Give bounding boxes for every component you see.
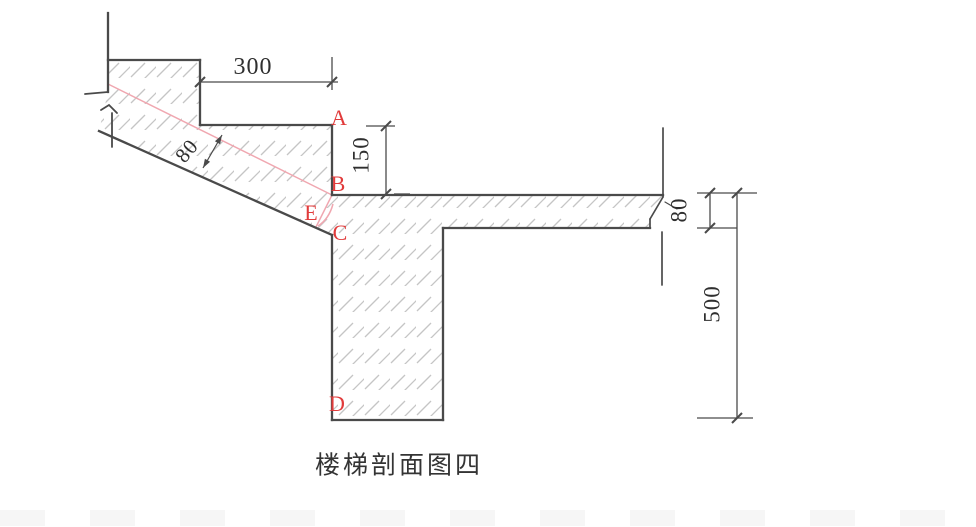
break-zigzag [100,103,118,114]
flight-soffit-line [97,129,334,237]
break-line-right [649,127,678,286]
dimension-300 [194,57,338,90]
dimension-80-landing [697,187,757,234]
arrowhead-upper [214,135,222,145]
dim-text-500: 500 [699,285,725,323]
tick-right [326,76,338,88]
tick-top [731,187,743,199]
point-label-D: D [329,391,345,416]
page-edge-pattern [0,510,976,526]
tick-bottom [731,412,743,424]
perpendicular-BE-line [315,194,333,228]
tick-top [704,187,716,199]
break-stub [84,91,109,95]
dim-text-300: 300 [233,54,273,80]
thickness-arc [317,203,334,227]
point-label-B: B [330,171,346,196]
point-label-E: E [304,200,318,225]
cut-diagonal [649,196,664,220]
tick-bottom [380,188,392,200]
dimension-150 [366,120,410,200]
cut-leader [664,201,678,210]
arrowhead-lower [203,158,211,168]
dimension-500 [697,187,753,424]
point-label-C: C [332,220,348,245]
figure-caption: 楼梯剖面图四 [314,452,484,480]
dimension-80-flight [202,134,223,169]
section-outline [97,11,665,422]
concrete-hatch-region [99,60,663,420]
dim-text-150: 150 [348,136,374,174]
wall-break-left [84,91,118,148]
dim-text-80-landing: 80 [666,197,692,223]
tick-left [194,76,206,88]
tick-top [380,120,392,132]
tick-bottom [704,222,716,234]
point-label-A: A [331,105,347,130]
